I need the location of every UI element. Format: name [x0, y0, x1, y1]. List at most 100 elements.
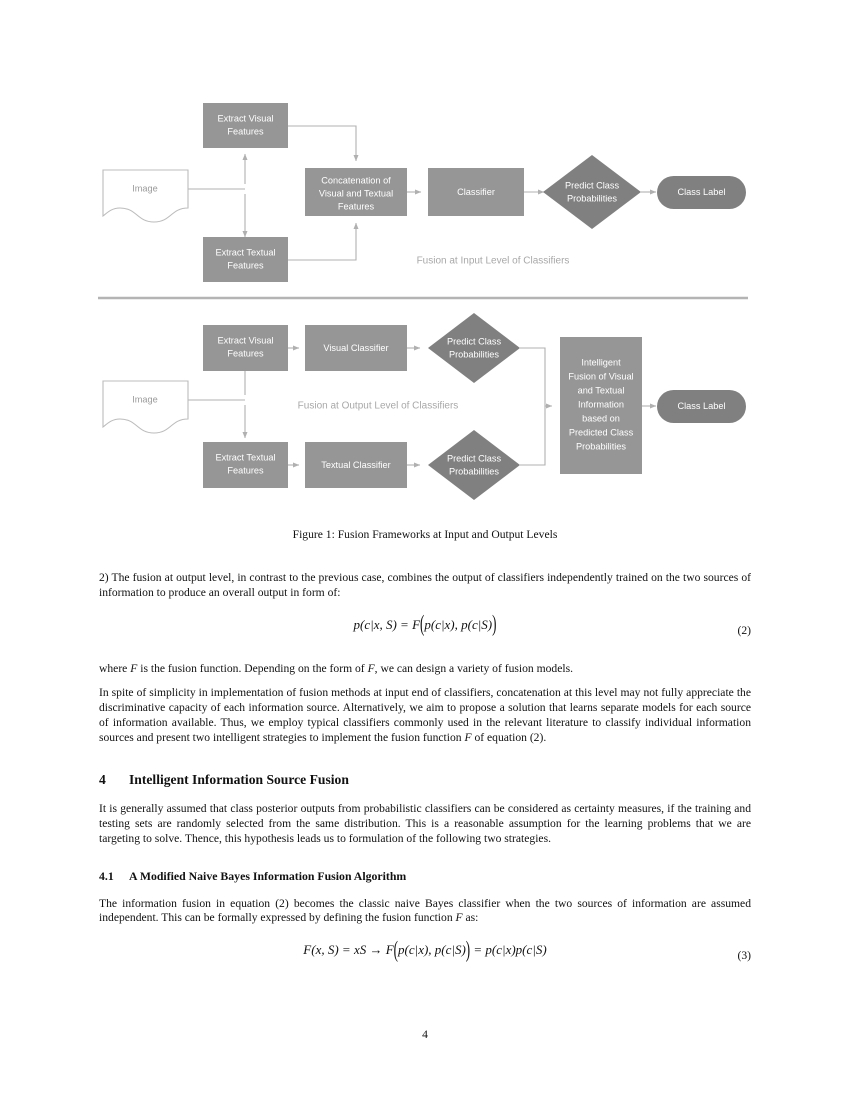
equation-2-args: p(c|x), p(c|S): [424, 616, 493, 632]
node-extract-textual-output-line2: Features: [227, 465, 264, 475]
paragraph-info-fusion: The information fusion in equation (2) b…: [99, 897, 751, 927]
node-class-label-output-pill: [657, 390, 746, 423]
document-icon: [102, 380, 189, 434]
section-4-number: 4: [99, 771, 106, 787]
node-predict-input-diamond: [543, 155, 641, 229]
equation-3-open-paren: (: [393, 935, 399, 963]
node-classifier-input-label: Classifier: [457, 187, 495, 197]
page-number: 4: [422, 1028, 428, 1041]
equation-2-open-paren: (: [420, 610, 425, 637]
node-image-input-label: Image: [132, 183, 158, 193]
node-concatenation-line1: Concatenation of: [321, 175, 391, 185]
node-predict-input-line1: Predict Class: [565, 180, 620, 190]
info-fusion-symbol-f: F: [455, 911, 463, 925]
node-textual-classifier-box: [305, 442, 407, 488]
caption-fusion-input-level: Fusion at Input Level of Classifiers: [417, 256, 570, 267]
node-predict-textual-line2: Probabilities: [449, 466, 499, 476]
node-intelligent-fusion-line4: Information: [578, 399, 624, 409]
node-class-label-output: Class Label: [657, 390, 746, 423]
node-predict-input-line2: Probabilities: [567, 193, 617, 203]
node-concatenation-line3: Features: [338, 201, 375, 211]
equation-3-lhs: F(x, S) = xS →: [303, 942, 383, 958]
node-predict-textual: Predict Class Probabilities: [428, 430, 520, 500]
info-fusion-s1: The information fusion in equation (2) b…: [99, 896, 751, 925]
node-extract-visual-output-line1: Extract Visual: [218, 335, 274, 345]
diagram-input-level: Image Extract Visual Features Extract Te…: [102, 103, 746, 282]
equation-3-args: p(c|x), p(c|S): [398, 942, 466, 958]
connector-visual-to-concat: [288, 125, 359, 162]
node-class-label-input: Class Label: [657, 176, 746, 209]
node-extract-textual-output: Extract Textual Features: [203, 442, 288, 488]
node-intelligent-fusion-line2: Fusion of Visual: [568, 371, 633, 381]
node-predict-visual-line1: Predict Class: [447, 336, 502, 346]
node-extract-textual-input-line2: Features: [227, 260, 264, 270]
equation-3-rhs: = p(c|x)p(c|S): [473, 942, 547, 958]
node-predict-visual-line2: Probabilities: [449, 349, 499, 359]
node-extract-textual-output-line1: Extract Textual: [215, 452, 275, 462]
node-classifier-input: Classifier: [428, 168, 524, 216]
where-f-s1: where: [99, 661, 131, 675]
node-class-label-output-text: Class Label: [677, 401, 725, 411]
equation-3-close-paren: ): [465, 935, 471, 963]
node-intelligent-fusion-line3: and Textual: [578, 385, 625, 395]
node-concatenation: Concatenation of Visual and Textual Feat…: [305, 168, 407, 216]
subsection-41-number: 4.1: [99, 868, 114, 883]
node-predict-visual-diamond: [428, 313, 520, 383]
paragraph-in-spite: In spite of simplicity in implementation…: [99, 686, 751, 746]
node-intelligent-fusion-line6: Predicted Class: [569, 427, 634, 437]
paragraph-where-f: where F is the fusion function. Dependin…: [99, 662, 751, 677]
in-spite-symbol-f: F: [464, 730, 472, 744]
node-classifier-input-box: [428, 168, 524, 216]
where-f-symbol-2: F: [367, 661, 375, 675]
node-textual-classifier: Textual Classifier: [305, 442, 407, 488]
connector-predicttextual-to-fusion: [520, 406, 546, 466]
equation-2-number: (2): [737, 623, 751, 637]
node-extract-visual-output: Extract Visual Features: [203, 325, 288, 371]
where-f-symbol-1: F: [130, 661, 138, 675]
paragraph-generally-assumed: It is generally assumed that class poste…: [99, 801, 751, 845]
node-extract-textual-input-line1: Extract Textual: [215, 247, 275, 257]
node-extract-visual-input: Extract Visual Features: [203, 103, 288, 148]
node-predict-visual: Predict Class Probabilities: [428, 313, 520, 383]
node-image-output: Image: [102, 380, 189, 434]
node-extract-visual-output-line2: Features: [227, 348, 264, 358]
node-intelligent-fusion-box: [560, 337, 642, 474]
node-extract-visual-input-box: [203, 103, 288, 148]
where-f-s3: , we can design a variety of fusion mode…: [374, 661, 573, 675]
where-f-s2: is the fusion function. Depending on the…: [137, 661, 368, 675]
node-intelligent-fusion: Intelligent Fusion of Visual and Textual…: [560, 337, 642, 474]
node-predict-textual-diamond: [428, 430, 520, 500]
equation-2-lhs: p(c|x, S) =: [353, 616, 409, 632]
document-icon: [102, 169, 189, 223]
node-extract-textual-input-box: [203, 237, 288, 282]
equation-3-number: (3): [737, 949, 751, 963]
equation-3-fn: F: [385, 942, 394, 958]
connectors-input-level: [188, 125, 657, 261]
equation-2-row: p(c|x, S) = F(p(c|x), p(c|S)) (2): [99, 610, 751, 647]
figure-caption: Figure 1: Fusion Frameworks at Input and…: [292, 528, 558, 541]
node-extract-textual-input: Extract Textual Features: [203, 237, 288, 282]
node-class-label-input-text: Class Label: [677, 187, 725, 197]
node-predict-input: Predict Class Probabilities: [543, 155, 641, 229]
node-textual-classifier-label: Textual Classifier: [321, 460, 390, 470]
node-concatenation-line2: Visual and Textual: [319, 188, 393, 198]
connector-predictvisual-to-fusion: [520, 347, 553, 409]
equation-3: F(x, S) = xS → F(p(c|x), p(c|S)) = p(c|x…: [99, 936, 751, 962]
equation-2-close-paren: ): [492, 610, 497, 637]
node-extract-textual-output-box: [203, 442, 288, 488]
figure-1-container: Image Extract Visual Features Extract Te…: [98, 103, 748, 500]
equation-2: p(c|x, S) = F(p(c|x), p(c|S)): [99, 610, 751, 636]
node-image-input: Image: [102, 169, 189, 223]
node-visual-classifier-box: [305, 325, 407, 371]
equation-3-row: F(x, S) = xS → F(p(c|x), p(c|S)) = p(c|x…: [99, 936, 751, 972]
node-extract-visual-output-box: [203, 325, 288, 371]
in-spite-s1: In spite of simplicity in implementation…: [99, 685, 751, 744]
node-intelligent-fusion-line1: Intelligent: [581, 357, 621, 367]
node-intelligent-fusion-line5: based on: [582, 413, 620, 423]
node-intelligent-fusion-line7: Probabilities: [576, 441, 626, 451]
node-extract-visual-input-line2: Features: [227, 126, 264, 136]
subsection-41-title: A Modified Naive Bayes Information Fusio…: [129, 868, 407, 883]
node-image-output-label: Image: [132, 394, 158, 404]
paragraph-output-level: 2) The fusion at output level, in contra…: [99, 571, 751, 599]
page-body: Figure 1: Fusion Frameworks at Input and…: [99, 528, 751, 987]
